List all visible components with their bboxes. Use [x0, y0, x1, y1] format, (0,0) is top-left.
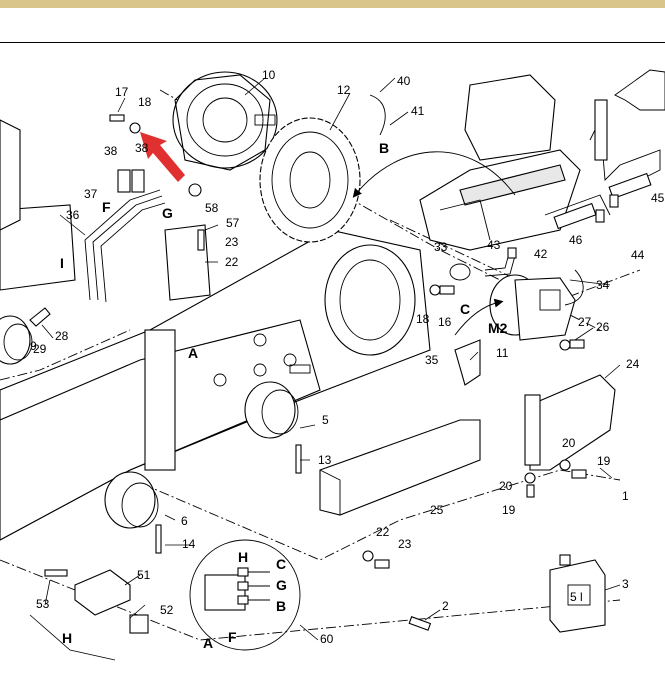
label-29: 29 [33, 342, 47, 356]
header-strip [0, 0, 665, 8]
bolt [197, 229, 205, 251]
label-42: 42 [534, 247, 548, 261]
label-45: 45 [651, 191, 665, 205]
centerline-left [0, 329, 131, 381]
label-B-hose: B [379, 140, 389, 156]
track-frame [0, 229, 431, 541]
cover-bracket [524, 394, 541, 466]
label-19b: 19 [502, 503, 516, 517]
label-A-detail: A [203, 635, 213, 651]
label-13: 13 [318, 453, 332, 467]
label-51: 51 [137, 568, 151, 582]
grease-nipple [29, 307, 51, 327]
label-37: 37 [84, 187, 98, 201]
detail-view [189, 539, 301, 651]
hose [484, 249, 511, 271]
leader-lines [29, 77, 621, 661]
hydraulic-motor [489, 274, 576, 341]
label-33: 33 [434, 240, 448, 254]
callout-arrow-outline [614, 69, 665, 111]
label-5: 5 [322, 413, 329, 427]
track-roller-upper [244, 381, 302, 474]
label-36: 36 [66, 208, 80, 222]
label-16: 16 [438, 315, 452, 329]
label-46: 46 [569, 233, 583, 247]
label-19a: 19 [597, 454, 611, 468]
drive-gearbox [172, 71, 278, 171]
label-F-lines: F [102, 199, 111, 215]
header-rule [0, 42, 665, 43]
label-27: 27 [578, 315, 592, 329]
label-12: 12 [337, 83, 351, 97]
label-1: 1 [622, 489, 629, 503]
label-26: 26 [596, 320, 610, 334]
label-G-detail: G [276, 577, 287, 593]
label-M2-motor: M2 [488, 320, 508, 336]
label-41: 41 [411, 104, 425, 118]
label-28: 28 [55, 329, 69, 343]
label-43: 43 [487, 238, 501, 252]
label-F-detail: F [228, 629, 237, 645]
label-9: 9 [30, 339, 37, 353]
label-22b: 22 [376, 525, 390, 539]
label-G-lines: G [162, 205, 173, 221]
oil-canister [549, 554, 606, 633]
label-A-frame: A [188, 345, 198, 361]
pointer-arrow-red [140, 132, 185, 182]
label-38a: 38 [104, 144, 118, 158]
label-18a: 18 [138, 95, 152, 109]
label-24: 24 [626, 357, 640, 371]
label-H-clamp: H [62, 630, 72, 646]
label-17: 17 [115, 85, 129, 99]
label-53: 53 [36, 597, 50, 611]
label-22a: 22 [225, 255, 239, 269]
clamp-block [44, 569, 149, 634]
label-25: 25 [430, 503, 444, 517]
label-20b: 20 [499, 479, 513, 493]
label-40: 40 [397, 74, 411, 88]
canister-volume-label: 5 l [570, 590, 583, 604]
label-3: 3 [622, 577, 629, 591]
label-60: 60 [320, 632, 334, 646]
label-58: 58 [205, 201, 219, 215]
label-14: 14 [182, 537, 196, 551]
label-23b: 23 [398, 537, 412, 551]
label-H-detail: H [238, 549, 248, 565]
label-I-lines: I [60, 255, 64, 271]
side-cover [529, 374, 616, 471]
label-34: 34 [596, 278, 610, 292]
hydraulic-lines-left [84, 169, 166, 303]
label-18b: 18 [416, 312, 430, 326]
label-38b: 38 [135, 141, 149, 155]
frame-cover [319, 419, 481, 516]
hoses-right [544, 99, 661, 230]
label-20a: 20 [562, 436, 576, 450]
label-35: 35 [425, 353, 439, 367]
track-roller-left [0, 315, 33, 365]
track-roller-lower [104, 471, 162, 554]
label-10: 10 [262, 68, 276, 82]
label-52: 52 [160, 603, 174, 617]
label-57: 57 [226, 216, 240, 230]
cover-plate [454, 339, 481, 386]
fasteners [109, 94, 619, 631]
cable [564, 269, 584, 306]
label-23a: 23 [225, 235, 239, 249]
label-11: 11 [496, 346, 509, 360]
label-44: 44 [631, 248, 645, 262]
label-C-detail: C [276, 556, 286, 572]
label-6: 6 [181, 514, 188, 528]
o-ring [449, 263, 471, 281]
side-panel-left [0, 119, 76, 291]
pointer-arrow-motor [454, 298, 504, 336]
label-C-motor: C [460, 301, 470, 317]
pointer-arrow-black [352, 151, 516, 198]
label-2: 2 [442, 599, 449, 613]
sprocket [259, 117, 361, 243]
label-B-detail: B [276, 598, 286, 614]
